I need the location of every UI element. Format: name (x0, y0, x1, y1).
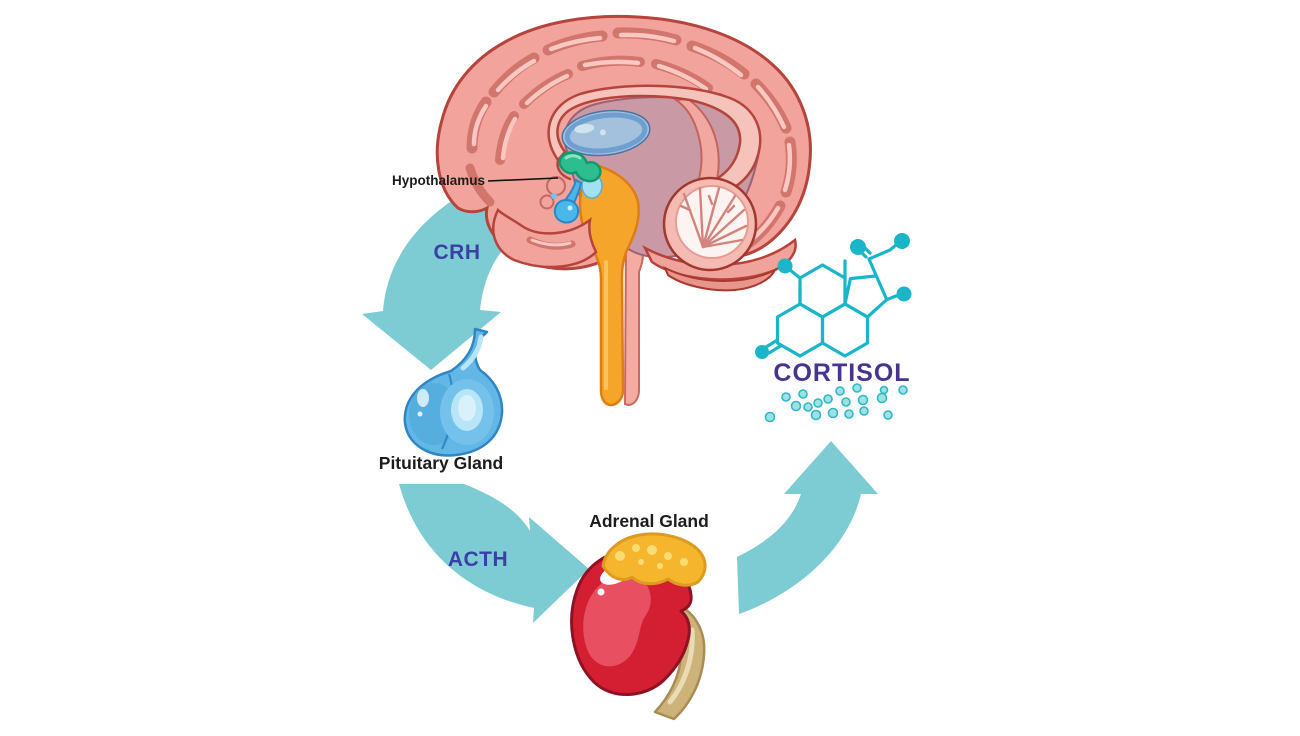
spinal-cord-back (623, 237, 645, 407)
callosum-genu-curl (556, 158, 572, 181)
hypothalamus-pointer-line (487, 177, 559, 182)
hypothalamus-structure (558, 151, 602, 183)
crh-label: CRH (434, 241, 481, 264)
kidney-body (570, 548, 693, 696)
acth-arrow (399, 484, 589, 623)
cortisol-bubbles (764, 383, 908, 423)
brain-illustration (435, 14, 812, 407)
acth-label: ACTH (448, 548, 508, 571)
cerebellum (662, 176, 758, 272)
cortisol-arrow (737, 441, 878, 614)
temporal-lobe (492, 176, 598, 269)
pituitary-gland-label: Pituitary Gland (379, 453, 503, 473)
occipital-folds (642, 237, 797, 292)
cortisol-molecule (755, 233, 912, 359)
pituitary-stalk (551, 178, 583, 224)
adrenal-gland-illustration (570, 532, 707, 721)
thalamus (561, 109, 651, 157)
adrenal-gland-label: Adrenal Gland (589, 511, 709, 531)
brainstem-spinal-cord (578, 162, 640, 407)
cortisol-label: CORTISOL (773, 359, 910, 387)
adrenal-cap (601, 532, 707, 587)
pituitary-gland-illustration (403, 327, 504, 457)
hypothalamus-label: Hypothalamus (392, 173, 485, 188)
